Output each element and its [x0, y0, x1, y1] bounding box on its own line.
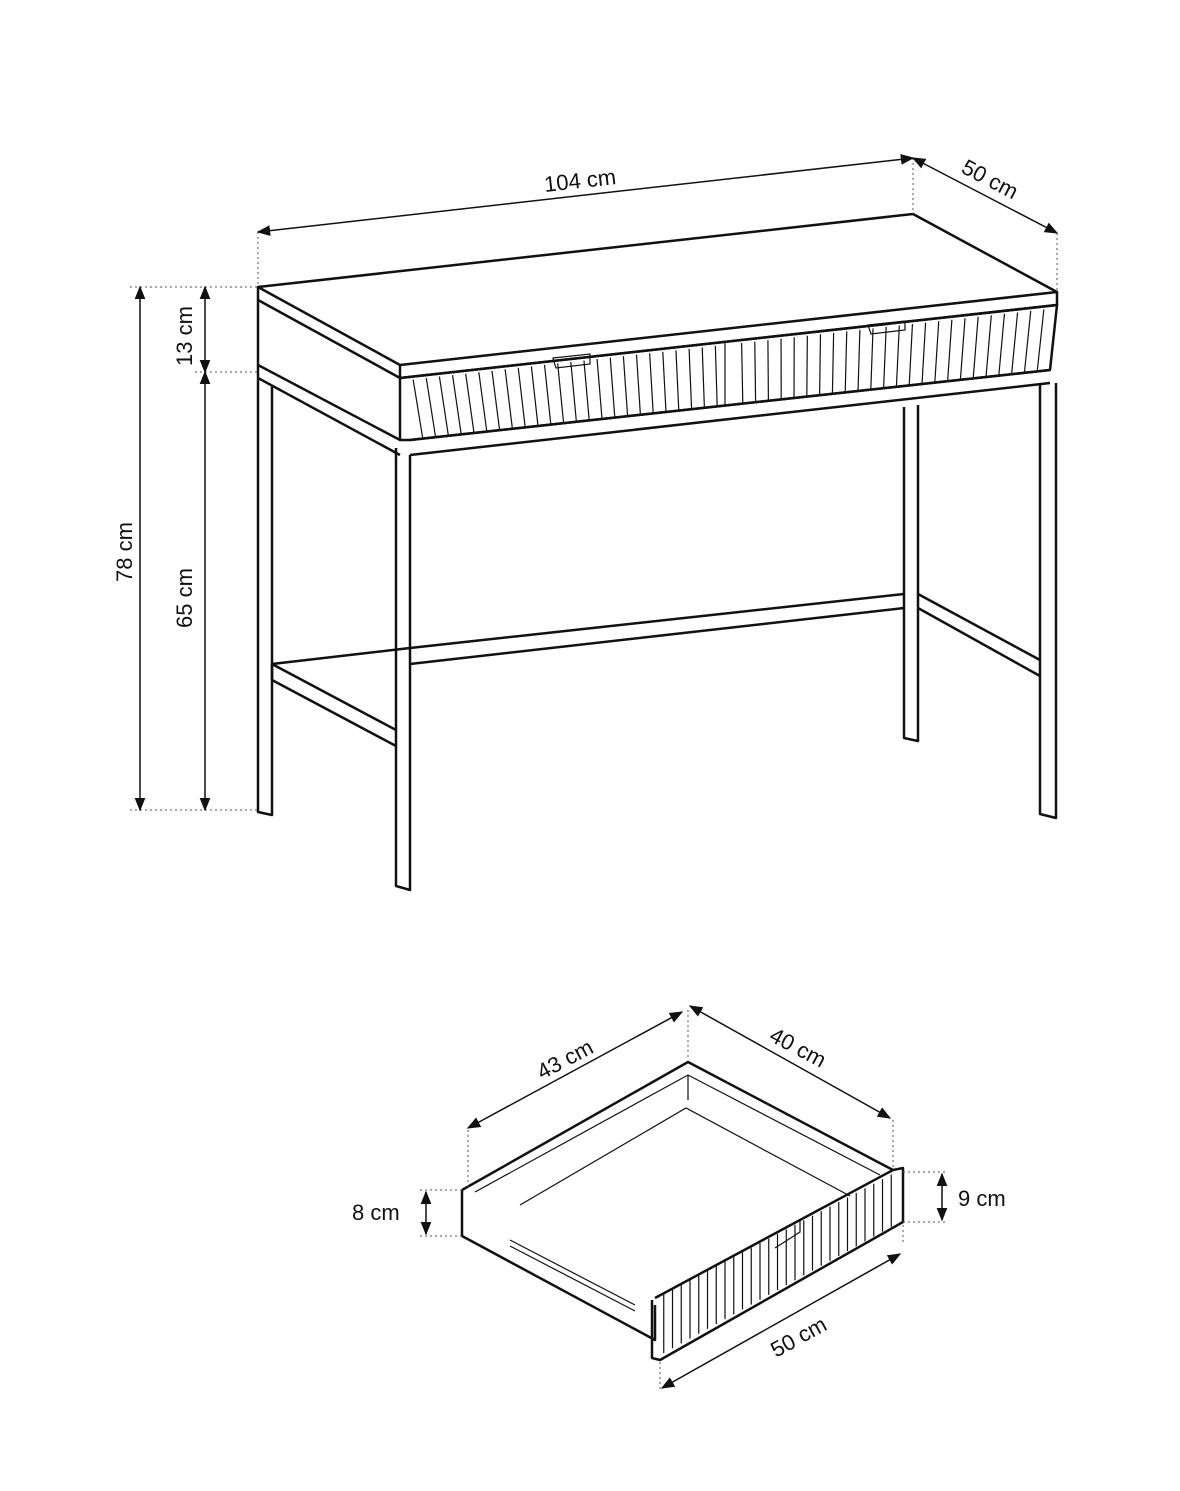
flute-line [438, 376, 449, 436]
flute-line [701, 347, 705, 408]
drawer-top-rim [461, 1060, 894, 1192]
flute-line [412, 379, 424, 439]
desk-total-height-label: 78 cm [112, 522, 137, 582]
flute-line [831, 332, 835, 394]
desk-top-height-label: 13 cm [172, 306, 197, 366]
drawer-side [460, 1190, 657, 1342]
stretcher-left [270, 646, 411, 748]
frame-rail-front [409, 368, 1051, 457]
leg-back-right [902, 405, 920, 743]
flute-line [947, 319, 953, 382]
flute-line [675, 350, 680, 411]
leg-front-right [1038, 383, 1058, 820]
flute-line [596, 359, 603, 420]
desk-side-apron [256, 300, 402, 442]
flute-line [921, 322, 927, 385]
desk-leg-height-label: 65 cm [172, 568, 197, 628]
drawer-front-height-label: 9 cm [958, 1186, 1006, 1211]
desk-drawing [256, 212, 1059, 892]
flute-line [543, 364, 552, 425]
flute-line [451, 375, 462, 435]
desk-top-edge [256, 287, 1059, 380]
flute-line [741, 343, 744, 404]
desk-dimensions: 104 cm 50 cm 78 cm 13 cm 65 cm [112, 153, 1059, 812]
stretcher-right [917, 592, 1041, 678]
flute-line [425, 377, 437, 438]
flute-line [895, 325, 900, 387]
flute-line [857, 329, 861, 392]
flute-line [478, 372, 488, 432]
stretcher-front [409, 592, 905, 666]
drawer-front-fluting [663, 1174, 892, 1354]
drawer-handle [761, 1219, 801, 1249]
leg-back-left [256, 378, 274, 817]
desk-depth-label: 50 cm [958, 154, 1023, 204]
flute-line [662, 351, 667, 413]
flute-line [819, 334, 822, 396]
flute-line [959, 318, 966, 380]
flute-line [530, 366, 539, 427]
flute-line [985, 315, 992, 378]
flute-line [465, 373, 475, 434]
flute-line [972, 316, 979, 379]
flute-line [517, 367, 526, 428]
leg-front-left [394, 448, 412, 892]
flute-line [1023, 310, 1032, 373]
flute-line [688, 348, 693, 410]
drawer-inner-depth-label: 40 cm [766, 1022, 831, 1072]
flute-line [714, 345, 718, 407]
flute-line [1011, 312, 1019, 375]
drawer-drawing [460, 1060, 905, 1362]
flute-line [583, 360, 590, 421]
flute-line [609, 357, 616, 418]
drawer-front-width-label: 50 cm [766, 1311, 831, 1362]
flute-line [754, 341, 757, 403]
flute-line [635, 354, 641, 415]
flute-line [504, 369, 513, 429]
flute-line [883, 326, 887, 389]
drawer-handle-left [552, 353, 591, 369]
flute-line [622, 356, 629, 417]
drawer-handle-right [867, 320, 906, 335]
frame-rail-side [256, 365, 401, 457]
drawer-inner-rim [474, 1074, 881, 1206]
drawer-side-depth-label: 43 cm [533, 1034, 598, 1084]
flute-line [998, 313, 1006, 376]
drawer-fluting [412, 309, 1045, 439]
flute-line [557, 363, 565, 424]
flute-line [934, 321, 940, 383]
drawer-side-height-label: 8 cm [352, 1200, 400, 1225]
flute-line [491, 370, 501, 431]
flute-line [844, 331, 848, 393]
flute-line [806, 335, 808, 397]
flute-line [570, 361, 577, 422]
flute-line [908, 324, 914, 386]
flute-line [870, 328, 874, 390]
drawer-dimensions: 43 cm 40 cm 8 cm 9 cm 50 cm [352, 1005, 1006, 1392]
flute-line [649, 353, 654, 414]
drawer-runner [509, 1239, 636, 1312]
flute-line [1036, 309, 1045, 372]
